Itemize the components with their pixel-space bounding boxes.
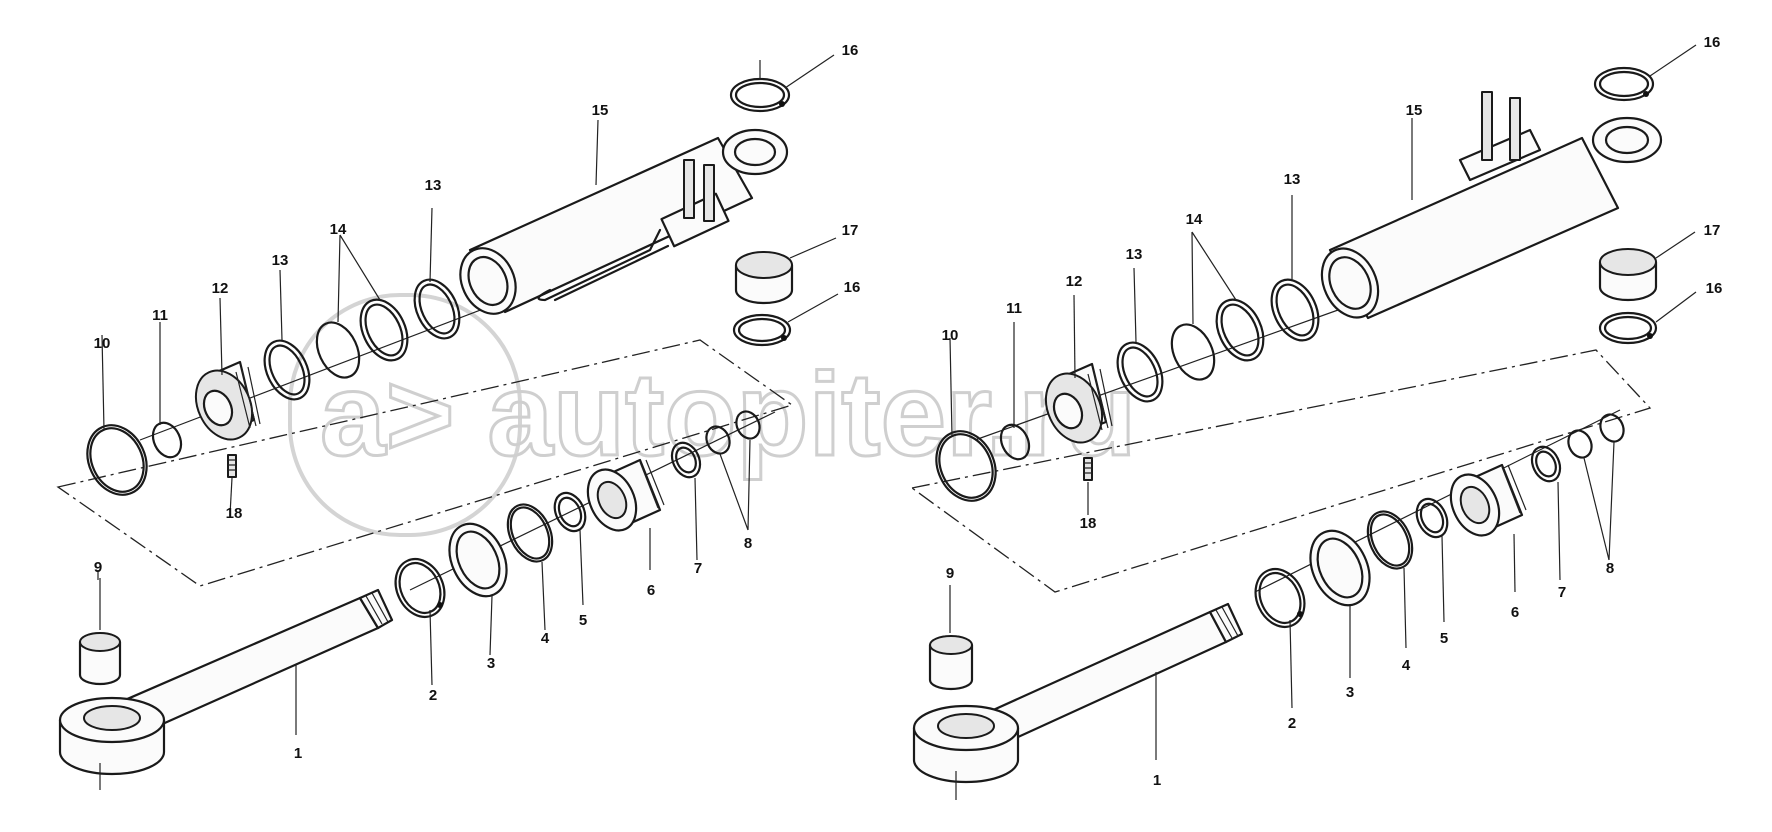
right-part-3-wiper [1309, 529, 1371, 607]
right-label-1: 1 [1153, 772, 1161, 789]
right-label-15: 15 [1406, 102, 1423, 119]
left-assembly: 1 2 3 4 5 6 7 8 9 10 11 12 13 13 14 15 1… [56, 42, 861, 790]
left-label-10: 10 [94, 335, 111, 352]
left-leader-lines [97, 54, 839, 735]
right-part-8-o-rings [1567, 413, 1625, 459]
right-boundary-line [910, 349, 1652, 593]
left-part-16-snap-ring-bottom [732, 313, 792, 347]
right-part-1-piston-rod [912, 602, 1244, 800]
right-label-8: 8 [1606, 560, 1614, 577]
right-label-13a: 13 [1126, 246, 1143, 263]
right-leader-lines [949, 44, 1697, 760]
left-part-14-seal-b [315, 321, 361, 379]
left-label-13a: 13 [272, 252, 289, 269]
left-label-18: 18 [226, 505, 243, 522]
right-part-10-back-up-ring [935, 430, 997, 502]
right-label-7: 7 [1558, 584, 1566, 601]
left-label-6: 6 [647, 582, 655, 599]
left-label-17: 17 [842, 222, 859, 239]
left-label-8: 8 [744, 535, 752, 552]
left-part-6-rod-gland [586, 458, 665, 532]
right-label-9: 9 [946, 565, 954, 582]
right-upper-axis [974, 304, 1353, 441]
left-part-5-back-up-ring [553, 491, 587, 533]
left-label-16a: 16 [842, 42, 859, 59]
left-label-2: 2 [429, 687, 437, 704]
left-label-14: 14 [330, 221, 347, 238]
right-part-5-back-up-ring [1415, 497, 1449, 539]
right-part-13-wear-ring-a [1270, 278, 1320, 342]
right-part-14-seal-a [1215, 298, 1265, 362]
right-label-12: 12 [1066, 273, 1083, 290]
left-part-8-o-rings [705, 410, 761, 455]
left-label-11: 11 [152, 307, 168, 324]
right-part-13-wear-ring-b [1116, 341, 1164, 403]
left-part-3-wiper [448, 522, 508, 598]
left-label-5: 5 [579, 612, 587, 629]
right-label-2: 2 [1288, 715, 1296, 732]
left-part-13-wear-ring-a [413, 278, 461, 340]
right-part-11-o-ring [999, 423, 1031, 461]
right-part-9-bushing [928, 585, 974, 691]
right-lower-axis [1254, 409, 1621, 593]
right-part-16-snap-ring-bottom [1598, 311, 1658, 345]
right-part-7-back-up-ring [1530, 445, 1562, 483]
right-part-16-snap-ring-top [1593, 66, 1655, 102]
right-callouts: 1 2 3 4 5 6 7 8 9 10 11 12 13 13 14 15 1… [942, 34, 1723, 789]
watermark-logo-ring [288, 293, 522, 537]
right-part-15-cylinder-barrel [1320, 91, 1663, 320]
right-label-4: 4 [1402, 657, 1411, 674]
right-label-17: 17 [1704, 222, 1721, 239]
right-label-5: 5 [1440, 630, 1448, 647]
left-part-18-set-screw [227, 454, 237, 478]
left-label-1: 1 [294, 745, 302, 762]
watermark: a> autopiter.ru [288, 293, 1138, 537]
left-part-2-snap-ring [394, 558, 446, 618]
right-part-14-seal-b [1170, 323, 1216, 381]
right-label-16b: 16 [1706, 280, 1723, 297]
right-label-11: 11 [1006, 300, 1022, 317]
left-boundary-line [56, 339, 794, 587]
watermark-text: a> autopiter.ru [320, 349, 1136, 481]
left-part-16-snap-ring-top [729, 60, 791, 113]
left-part-14-seal-a [359, 298, 409, 362]
left-part-7-back-up-ring [670, 441, 702, 479]
right-part-6-rod-gland [1449, 463, 1527, 537]
left-part-10-back-up-ring [86, 424, 148, 496]
left-callouts: 1 2 3 4 5 6 7 8 9 10 11 12 13 13 14 15 1… [94, 42, 861, 762]
right-part-17-bushing [1598, 248, 1658, 302]
right-assembly: 1 2 3 4 5 6 7 8 9 10 11 12 13 13 14 15 1… [910, 34, 1723, 800]
left-label-16b: 16 [844, 279, 861, 296]
left-label-13b: 13 [425, 177, 442, 194]
right-label-10: 10 [942, 327, 959, 344]
left-part-15-cylinder-barrel [459, 128, 789, 315]
right-label-3: 3 [1346, 684, 1354, 701]
left-label-12: 12 [212, 280, 229, 297]
right-part-4-o-ring [1366, 510, 1414, 570]
right-label-6: 6 [1511, 604, 1519, 621]
left-label-7: 7 [694, 560, 702, 577]
left-label-3: 3 [487, 655, 495, 672]
left-label-15: 15 [592, 102, 609, 119]
right-part-2-snap-ring [1254, 568, 1306, 628]
right-label-13b: 13 [1284, 171, 1301, 188]
right-label-18: 18 [1080, 515, 1097, 532]
left-part-12-piston [194, 360, 261, 441]
right-part-12-piston [1044, 362, 1113, 444]
right-part-18-set-screw [1083, 457, 1093, 481]
right-label-14: 14 [1186, 211, 1203, 228]
left-part-13-wear-ring-b [263, 339, 311, 401]
right-label-16a: 16 [1704, 34, 1721, 51]
left-part-9-bushing [78, 578, 122, 686]
left-part-1-piston-rod [58, 588, 394, 790]
left-part-11-o-ring [151, 421, 183, 459]
left-part-4-o-ring [506, 503, 554, 563]
left-part-17-bushing [734, 251, 794, 305]
left-label-9: 9 [94, 559, 102, 576]
left-label-4: 4 [541, 630, 550, 647]
